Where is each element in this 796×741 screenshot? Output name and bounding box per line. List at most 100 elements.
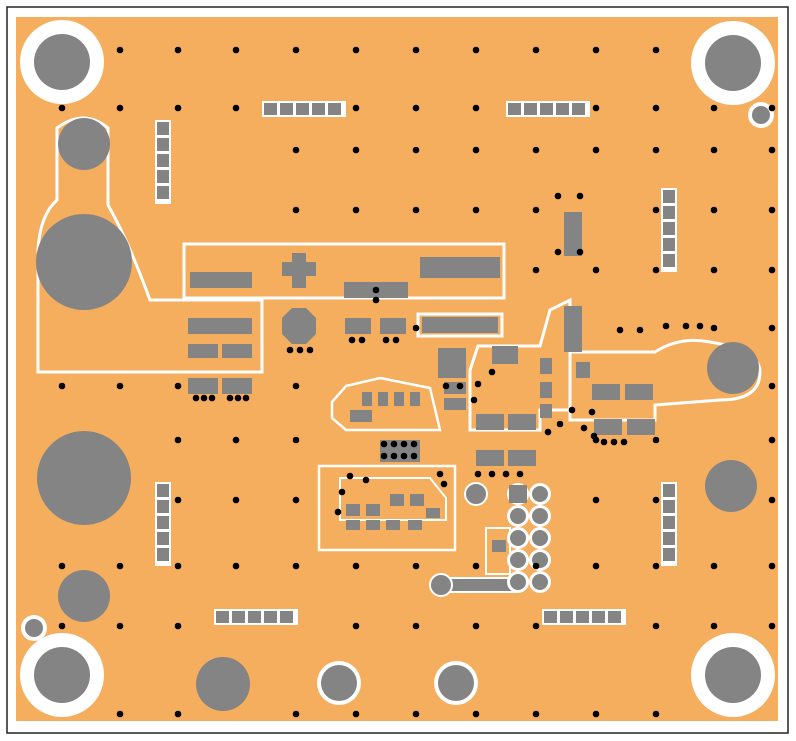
pad-strip-pad: [663, 532, 675, 545]
via: [710, 206, 718, 214]
feedback-pad-6: [366, 520, 380, 530]
via: [58, 382, 66, 390]
fiducial-right: [748, 102, 774, 128]
via: [292, 382, 300, 390]
via: [768, 324, 776, 332]
header-pin: [532, 530, 548, 546]
via: [412, 104, 420, 112]
via: [226, 394, 234, 402]
feedback-pad-9: [426, 508, 440, 518]
pad-strip-pad: [157, 170, 169, 183]
via: [636, 326, 644, 334]
feedback-pad-3: [390, 494, 404, 506]
pad-strip-pad: [157, 500, 169, 513]
feedback-pad-5: [346, 520, 360, 530]
via: [412, 562, 420, 570]
via: [380, 440, 388, 448]
via: [488, 368, 496, 376]
via: [620, 438, 628, 446]
pad-strip-pad: [663, 516, 675, 529]
header-pin: [510, 508, 526, 524]
via: [232, 46, 240, 54]
via: [710, 104, 718, 112]
pad-strip-pad: [540, 103, 553, 115]
via: [174, 382, 182, 390]
via: [532, 146, 540, 154]
via: [474, 380, 482, 388]
pad-strip-pad: [157, 484, 169, 497]
ic-pad-block: [438, 348, 466, 378]
via: [174, 496, 182, 504]
pad-mid-left-1: [188, 318, 252, 334]
via: [652, 436, 660, 444]
switch-pad-3: [540, 358, 552, 374]
switch-pad-5: [540, 404, 552, 418]
via: [652, 622, 660, 630]
via: [232, 436, 240, 444]
via: [286, 346, 294, 354]
pad-strip-pad: [663, 500, 675, 513]
header-connector: [507, 483, 551, 593]
header-pin: [532, 508, 548, 524]
mounting-holes: [20, 20, 775, 717]
via: [768, 266, 776, 274]
feedback-window: [317, 464, 457, 552]
via: [568, 406, 576, 414]
header-side-pad: [492, 540, 506, 552]
via: [768, 622, 776, 630]
via: [116, 562, 124, 570]
via: [234, 394, 242, 402]
via: [232, 104, 240, 112]
via: [592, 104, 600, 112]
header-pin: [510, 574, 526, 590]
via: [576, 248, 584, 256]
via: [532, 266, 540, 274]
pad-strip-pad: [663, 254, 675, 267]
via: [410, 452, 418, 460]
via: [174, 562, 182, 570]
via: [768, 104, 776, 112]
via: [348, 336, 356, 344]
mounting-hole-top-left: [20, 20, 104, 104]
pad-strip-pad: [556, 103, 569, 115]
pad-strip-pad: [312, 103, 325, 115]
via: [116, 382, 124, 390]
via: [662, 322, 670, 330]
via: [412, 622, 420, 630]
via: [412, 206, 420, 214]
pad-strip-pad: [663, 238, 675, 251]
round-pad-left-large: [37, 431, 131, 525]
via: [652, 46, 660, 54]
via: [592, 710, 600, 718]
top-pad-right: [420, 257, 500, 278]
via: [242, 394, 250, 402]
via: [532, 562, 540, 570]
via: [592, 266, 600, 274]
output-pad-3: [594, 419, 622, 435]
via: [412, 146, 420, 154]
pad-mid-left-2: [188, 344, 218, 358]
via: [58, 562, 66, 570]
output-pad-1: [592, 384, 620, 400]
pad-strip-pad: [264, 103, 277, 115]
switch-pad-4: [540, 382, 552, 398]
via: [174, 710, 182, 718]
via: [352, 562, 360, 570]
pad-strip-pad: [608, 611, 621, 623]
header-pin: [510, 530, 526, 546]
via: [768, 496, 776, 504]
via: [652, 562, 660, 570]
via: [352, 46, 360, 54]
feedback-pad-1: [346, 504, 360, 516]
via: [380, 452, 388, 460]
switch-pad-6: [564, 306, 582, 352]
via: [412, 324, 420, 332]
pad-mid-left-4: [188, 378, 218, 394]
via: [436, 470, 444, 478]
via: [532, 710, 540, 718]
pad-octagon: [282, 308, 316, 344]
fiducial-left: [21, 615, 47, 641]
via: [58, 104, 66, 112]
via: [710, 562, 718, 570]
